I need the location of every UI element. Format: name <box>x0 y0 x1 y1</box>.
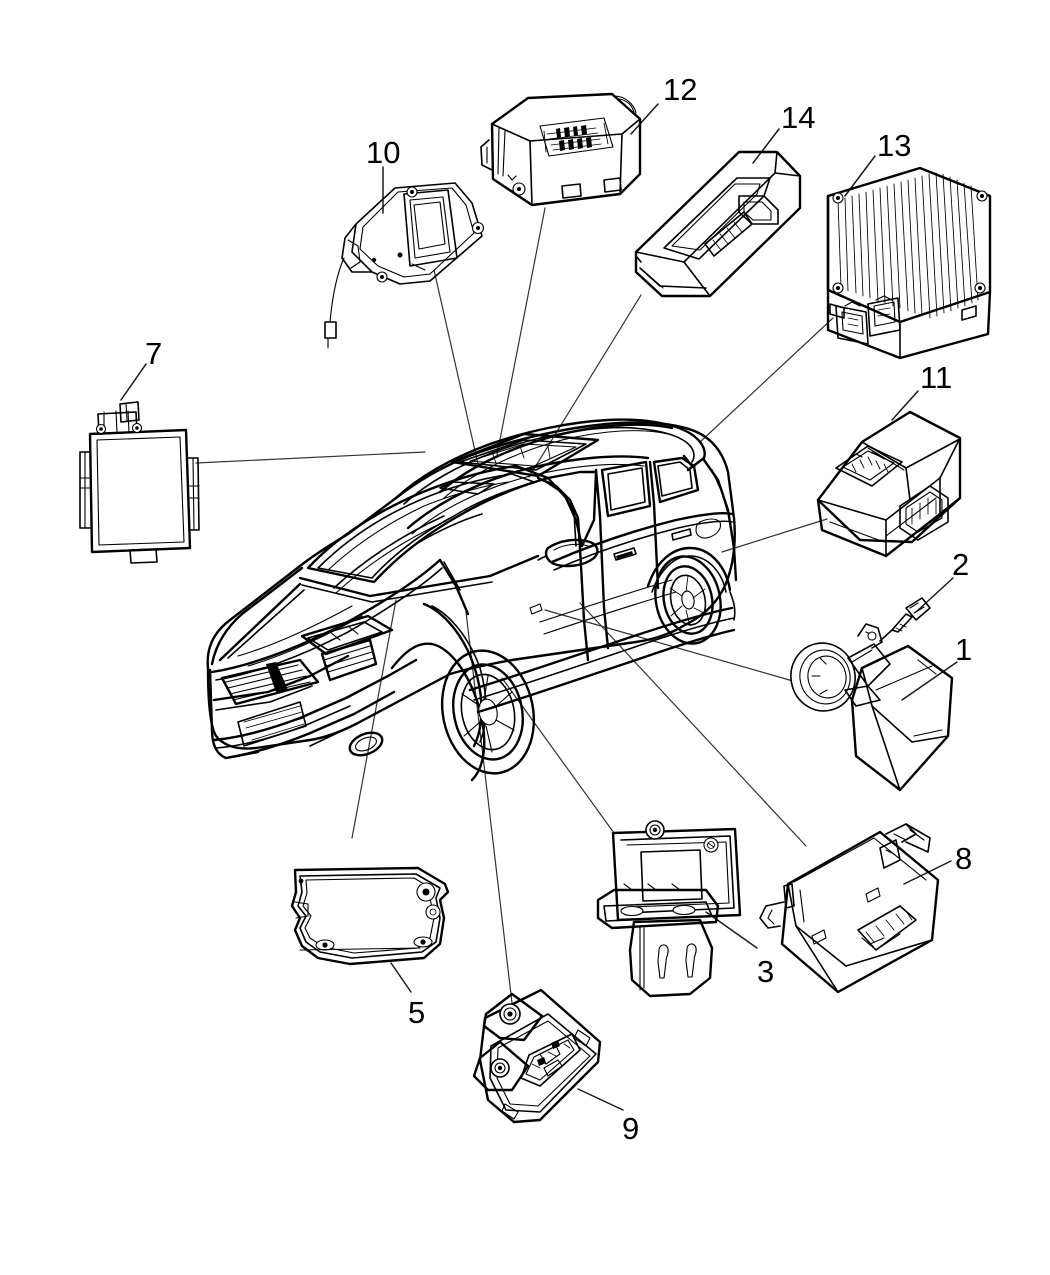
callout-number-7: 7 <box>145 336 163 371</box>
heat-sink-fins <box>837 172 979 319</box>
part-1-horn-assembly <box>790 623 954 792</box>
part-3-sensor-module-with-bracket <box>596 820 742 998</box>
front-wheel-spokes <box>461 675 515 753</box>
callout-number-10: 10 <box>366 135 401 170</box>
part-7-power-distribution-module <box>79 401 200 564</box>
part-12-powertrain-control-module <box>480 92 642 207</box>
callout-number-11: 11 <box>920 360 953 395</box>
part-10-sensor-bracket-assembly <box>324 182 485 349</box>
part-2-mounting-screw <box>879 597 931 642</box>
callout-number-9: 9 <box>622 1111 640 1146</box>
top-connector-pins <box>835 445 903 487</box>
part-9-occupant-sensor-module <box>472 988 602 1124</box>
callout-number-14: 14 <box>781 100 816 135</box>
callout-number-3: 3 <box>757 954 775 989</box>
vehicle-illustration <box>206 418 738 782</box>
circuit-window <box>520 1033 581 1087</box>
multipin-connector <box>857 905 917 951</box>
part-5-control-module-cover <box>290 866 450 966</box>
callout-number-13: 13 <box>877 128 912 163</box>
part-14-telematics-module <box>634 150 802 298</box>
part-11-junction-block-module <box>816 410 962 558</box>
module-printed-label <box>543 122 609 153</box>
callout-number-12: 12 <box>663 72 698 107</box>
callout-number-1: 1 <box>955 632 973 667</box>
part-13-finned-amplifier-module <box>826 166 992 360</box>
part-8-relay-module <box>759 823 940 994</box>
callout-number-2: 2 <box>952 547 970 582</box>
callout-number-8: 8 <box>955 841 973 876</box>
callout-number-5: 5 <box>408 995 426 1030</box>
side-connector <box>899 485 949 541</box>
connector-block <box>835 295 901 345</box>
front-grille <box>220 638 378 706</box>
